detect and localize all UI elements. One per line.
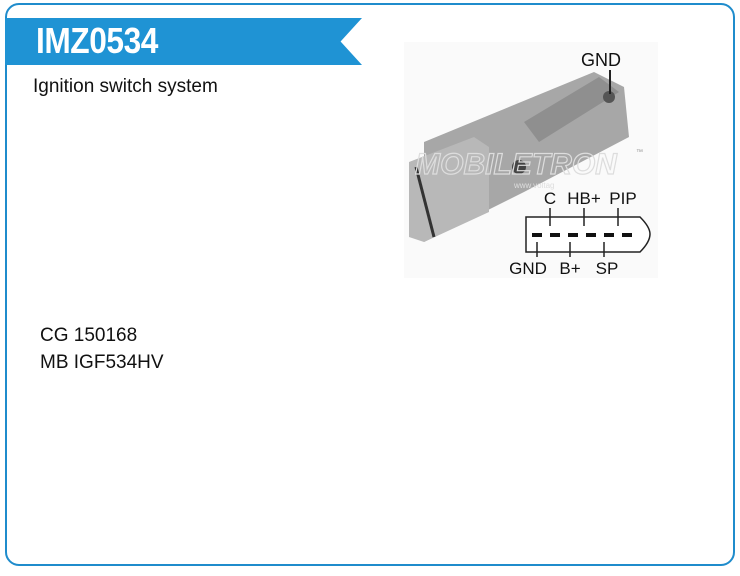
product-code: IMZ0534 [36,20,158,61]
cross-reference-list: CG 150168 MB IGF534HV [40,322,164,376]
mounting-screw [512,160,526,174]
pin-label-sp: SP [596,259,619,278]
pin-label-gnd-top: GND [581,50,621,70]
cross-reference-item: MB IGF534HV [40,352,164,373]
pin-label-hb-plus: HB+ [567,189,601,208]
trademark: ™ [636,149,643,156]
product-description: Ignition switch system [33,76,218,97]
cross-reference-item: CG 150168 [40,325,138,346]
connector-slot [414,166,436,238]
pin-label-c: C [544,189,556,208]
pin-label-b-plus: B+ [559,259,580,278]
product-image: GND MOBILETRON ™ www.voltag C HB+ PIP GN… [404,42,658,278]
pin-label-gnd: GND [509,259,547,278]
pin-label-pip: PIP [609,189,636,208]
title-banner [5,18,362,65]
pin-contacts [532,233,632,237]
watermark-url: www.voltag [513,181,554,190]
watermark-logo: MOBILETRON [415,148,618,181]
ground-screw [603,91,615,103]
module-top-plate [524,77,619,142]
